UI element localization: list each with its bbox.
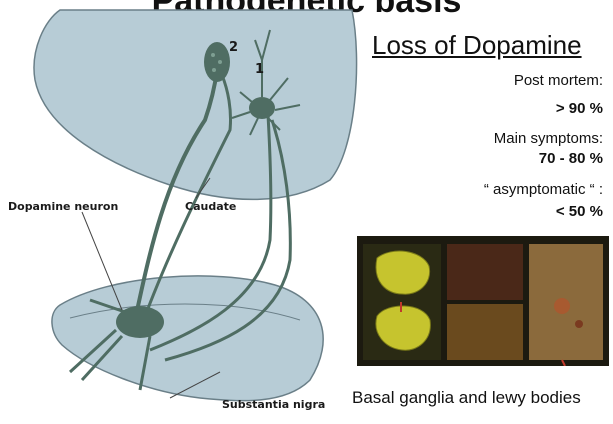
main-symptoms-label: Main symptoms:	[494, 130, 603, 147]
caudate-region	[34, 10, 357, 199]
loss-of-dopamine-heading: Loss of Dopamine	[372, 30, 582, 61]
main-symptoms-value: 70 - 80 %	[539, 150, 603, 167]
asymptomatic-label: “ asymptomatic “ :	[484, 181, 603, 198]
photo-tile-stain-2	[447, 304, 523, 360]
caudate-label: Caudate	[185, 200, 236, 213]
asymptomatic-value: < 50 %	[556, 203, 603, 220]
brain-section-upper	[376, 251, 430, 294]
figure-caption: Basal ganglia and lewy bodies	[352, 388, 581, 408]
synapse-2-label: 2	[229, 40, 238, 55]
substantia-nigra-label: Substantia nigra	[222, 398, 325, 411]
histology-photo-panel	[357, 236, 609, 366]
substantia-nigra-region	[52, 276, 323, 401]
dopamine-terminal	[204, 42, 230, 82]
post-mortem-value: > 90 %	[556, 100, 603, 117]
photo-tile-stain-1	[447, 244, 523, 300]
striatal-neuron	[249, 97, 275, 119]
synapse-1-label: 1	[255, 62, 264, 77]
post-mortem-label: Post mortem:	[514, 72, 603, 89]
dopamine-neuron-label: Dopamine neuron	[8, 200, 118, 213]
